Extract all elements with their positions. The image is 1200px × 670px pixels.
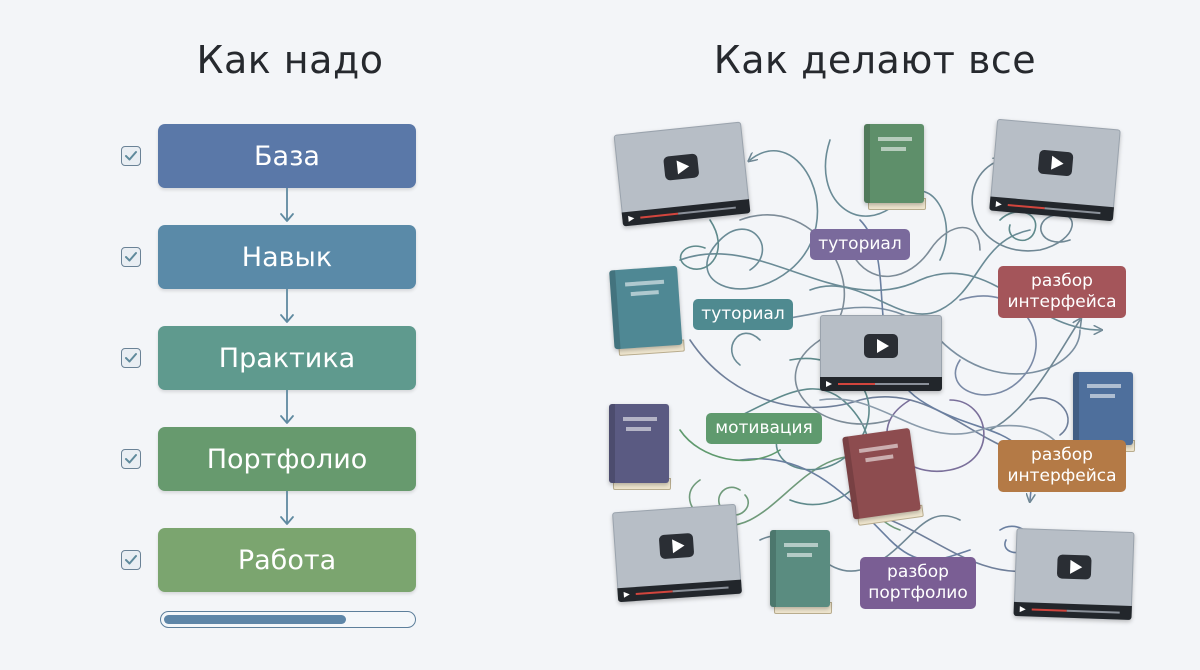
topic-tag: туториал [693,299,793,330]
step-checkbox-icon[interactable] [121,449,141,469]
video-icon [1013,527,1135,621]
book-icon [609,404,671,490]
right-title: Как делают все [713,38,1037,82]
progress-fill [164,615,346,624]
step-box: Работа [158,528,416,592]
step-checkbox-icon[interactable] [121,348,141,368]
book-icon [609,265,685,357]
step-box: Навык [158,225,416,289]
book-icon [842,427,924,527]
topic-tag: разбор портфолио [860,557,976,609]
left-title: Как надо [196,38,384,82]
step-checkbox-icon[interactable] [121,247,141,267]
video-icon [820,315,942,391]
video-icon [612,503,742,603]
topic-tag: разбор интерфейса [998,440,1126,492]
arrow-down-icon [278,289,296,325]
video-icon [989,118,1121,222]
arrow-down-icon [278,390,296,426]
arrow-down-icon [278,188,296,224]
arrow-down-icon [278,491,296,527]
step-box: База [158,124,416,188]
step-box: Портфолио [158,427,416,491]
step-box: Практика [158,326,416,390]
step-checkbox-icon[interactable] [121,146,141,166]
book-icon [864,124,926,210]
topic-tag: мотивация [706,413,822,444]
topic-tag: разбор интерфейса [998,266,1126,318]
topic-tag: туториал [810,229,910,260]
step-checkbox-icon[interactable] [121,550,141,570]
progress-bar [160,611,416,628]
book-icon [770,530,832,614]
video-icon [613,121,751,227]
